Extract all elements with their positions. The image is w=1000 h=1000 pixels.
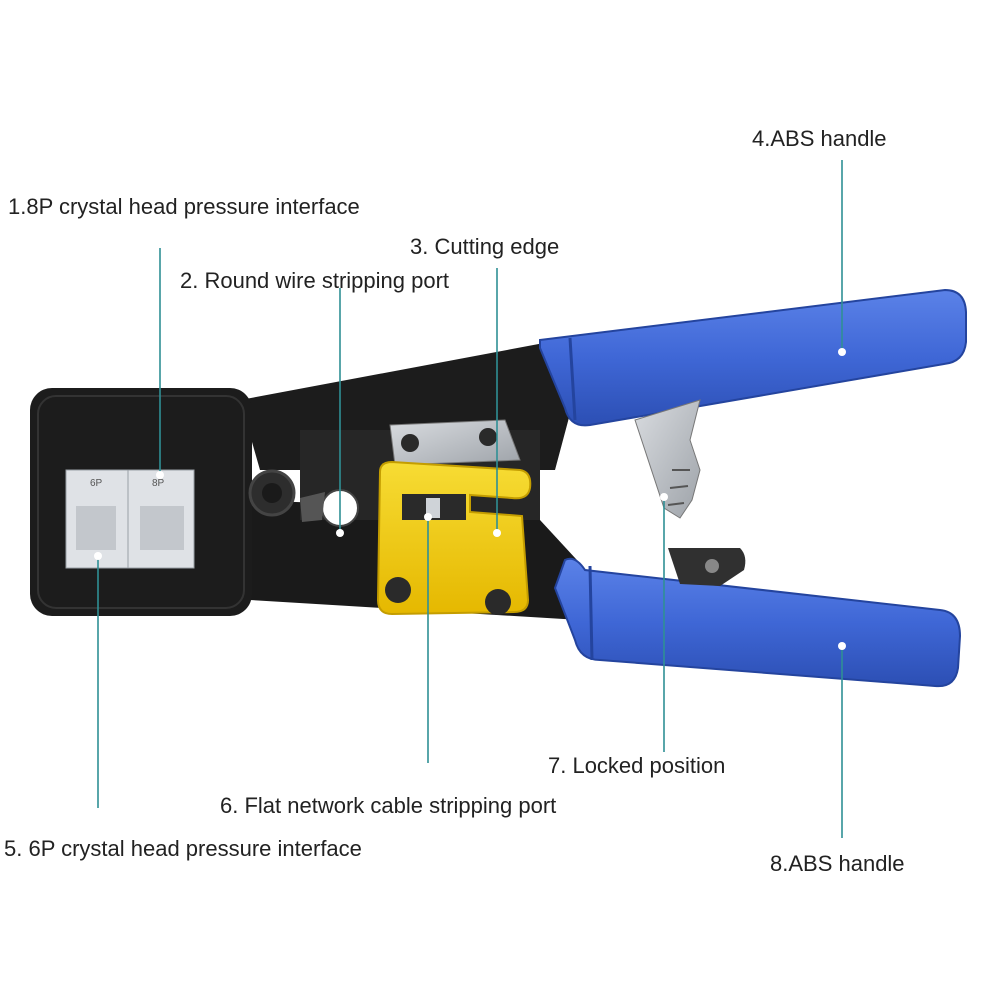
label-locked-position: 7. Locked position — [548, 753, 726, 778]
die-8p-mark: 8P — [152, 478, 165, 489]
leader-dots — [94, 348, 846, 650]
stripper-screw-bottom-icon — [485, 589, 511, 615]
label-flat-cable-stripping-port: 6. Flat network cable stripping port — [220, 793, 557, 818]
label-6p-interface: 5. 6P crystal head pressure interface — [4, 836, 362, 861]
lock-ratchet — [634, 399, 701, 519]
label-lower-abs-handle: 8.ABS handle — [770, 851, 905, 876]
blade-screw-right-icon — [479, 428, 497, 446]
lower-abs-handle — [553, 557, 962, 688]
label-cutting-edge: 3. Cutting edge — [410, 234, 560, 259]
leader-lines — [97, 160, 843, 838]
blade-screw-left-icon — [401, 434, 419, 452]
label-8p-interface: 1.8P crystal head pressure interface — [8, 194, 360, 219]
stripper-screw-top-icon — [385, 577, 411, 603]
upper-abs-handle — [539, 288, 967, 427]
label-upper-abs-handle: 4.ABS handle — [752, 126, 887, 151]
label-round-stripping-port: 2. Round wire stripping port — [180, 268, 450, 293]
die-6p-mark: 6P — [90, 478, 103, 489]
